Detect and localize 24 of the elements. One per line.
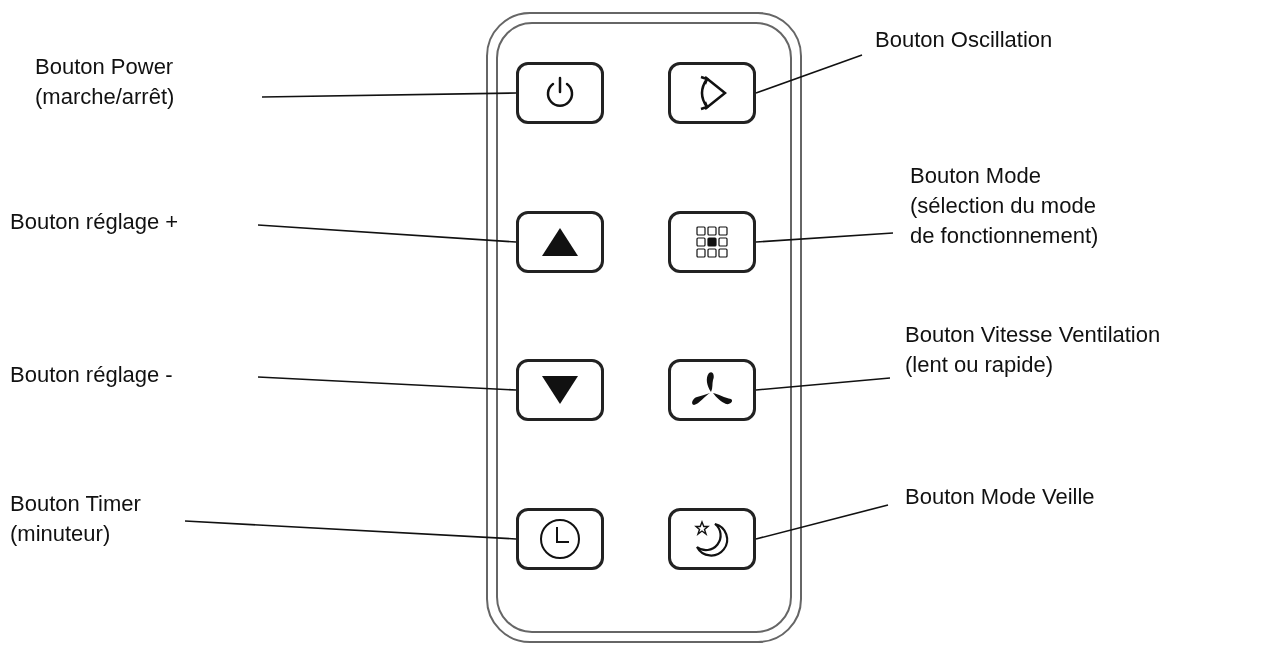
remote-button <box>516 62 604 124</box>
remote-button <box>516 359 604 421</box>
remote-button <box>668 211 756 273</box>
callout-label: Bouton Power (marche/arrêt) <box>35 52 235 112</box>
leader-line <box>261 92 517 98</box>
leader-line <box>755 54 863 94</box>
callout-label: Bouton Timer (minuteur) <box>10 489 190 549</box>
callout-label: Bouton réglage + <box>10 207 260 237</box>
leader-line <box>755 377 891 391</box>
leader-line <box>257 376 517 391</box>
remote-button <box>516 211 604 273</box>
callout-label: Bouton Vitesse Ventilation (lent ou rapide) <box>905 320 1205 380</box>
remote-button <box>668 508 756 570</box>
leader-line <box>257 224 517 243</box>
leader-line <box>755 504 889 540</box>
remote-button <box>668 62 756 124</box>
callout-label: Bouton Mode (sélection du mode de fonctionnement) <box>910 161 1122 251</box>
callout-label: Bouton réglage - <box>10 360 260 390</box>
remote-button <box>516 508 604 570</box>
leader-line <box>184 520 517 540</box>
leader-line <box>755 232 894 243</box>
remote-button <box>668 359 756 421</box>
callout-label: Bouton Oscillation <box>875 25 1135 55</box>
callout-label: Bouton Mode Veille <box>905 482 1165 512</box>
